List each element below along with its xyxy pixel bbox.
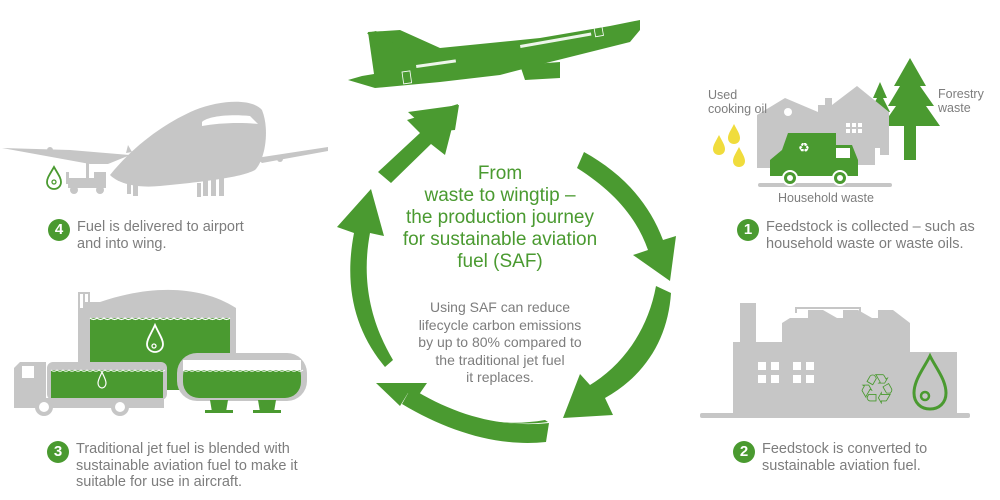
label-line: cooking oil <box>708 102 768 116</box>
step-line: household waste or waste oils. <box>766 235 964 252</box>
garbage-truck-icon: ♻ <box>770 133 858 186</box>
step-number-badge: 1 <box>737 219 759 241</box>
title-line: for sustainable aviation <box>402 229 598 250</box>
step-description: Feedstock is collected – such as househo… <box>766 219 975 252</box>
tanker-truck-icon <box>14 362 167 416</box>
airplane-front-icon <box>2 101 328 197</box>
step-description: Traditional jet fuel is blended with sus… <box>76 441 298 491</box>
title-line: From <box>477 163 523 184</box>
fuel-drop-icon <box>46 165 62 190</box>
step-number-badge: 4 <box>48 219 70 241</box>
step-line: Traditional jet fuel is blended with <box>76 441 290 457</box>
step-1: 1 Feedstock is collected – such as house… <box>737 219 975 252</box>
step-line: suitable for use in aircraft. <box>76 474 243 490</box>
label-forestry-waste: Forestry waste <box>938 87 984 115</box>
recycle-icon: ♲ <box>858 365 896 414</box>
summary-text: Using SAF can reduce lifecycle carbon em… <box>400 299 600 387</box>
label-line: Forestry <box>938 87 984 101</box>
step-4: 4 Fuel is delivered to airport and into … <box>48 219 244 252</box>
cycle-arrow-icon <box>577 152 676 281</box>
cycle-arrows <box>337 104 676 443</box>
summary-line: the traditional jet fuel <box>435 351 565 368</box>
step-description: Fuel is delivered to airport and into wi… <box>77 219 244 252</box>
step-3: 3 Traditional jet fuel is blended with s… <box>47 441 298 491</box>
summary-line: Using SAF can reduce <box>429 299 571 315</box>
title-line: fuel (SAF) <box>457 251 543 272</box>
horizontal-tank-icon <box>177 353 307 413</box>
cycle-arrow-icon <box>337 189 393 367</box>
step-line: and into wing. <box>77 235 167 252</box>
cycle-arrow-icon <box>563 286 671 418</box>
step-line: sustainable aviation fuel to make it <box>76 457 298 474</box>
summary-line: by up to 80% compared to <box>418 334 582 350</box>
fuel-truck-icon <box>66 160 106 194</box>
title-line: the production journey <box>405 207 594 228</box>
label-line: Used <box>708 88 738 102</box>
factory-icon <box>700 303 970 418</box>
step-line: Feedstock is converted to <box>762 441 928 457</box>
step-description: Feedstock is converted to sustainable av… <box>762 441 927 474</box>
fuel-drop-icon <box>912 352 948 411</box>
page-title: From waste to wingtip – the production j… <box>400 163 600 273</box>
step-number-badge: 3 <box>47 441 69 463</box>
fuel-drop-icon <box>146 322 164 353</box>
label-line: waste <box>938 101 971 115</box>
label-household-waste: Household waste <box>778 191 874 205</box>
airplane-takeoff-icon <box>348 17 640 132</box>
step-2: 2 Feedstock is converted to sustainable … <box>733 441 927 474</box>
recycle-icon: ♻ <box>798 141 810 156</box>
label-used-cooking-oil: Used cooking oil <box>708 88 767 116</box>
oil-drop-icon <box>713 124 745 167</box>
title-line: waste to wingtip – <box>424 185 576 206</box>
summary-line: lifecycle carbon emissions <box>418 316 582 333</box>
summary-line: it replaces. <box>466 369 534 385</box>
step-line: sustainable aviation fuel. <box>762 457 921 474</box>
step-line: Fuel is delivered to airport <box>77 219 244 235</box>
step-line: Feedstock is collected – such as <box>766 219 975 235</box>
step-number-badge: 2 <box>733 441 755 463</box>
